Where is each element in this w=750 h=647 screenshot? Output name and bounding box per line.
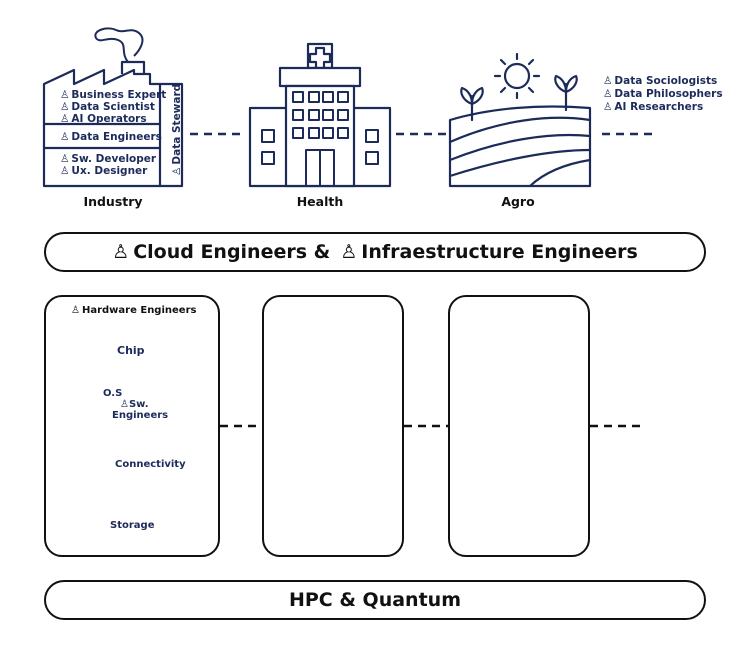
hardware-title-text: Hardware Engineers xyxy=(81,305,197,316)
sw-engineers-label-line2: Engineers xyxy=(112,410,169,421)
role-sw-developer: ♙Sw. Developer xyxy=(60,153,156,165)
sw-engineers-label-line1: ♙Sw. xyxy=(120,399,149,410)
cloud-engineers-label: Cloud Engineers & xyxy=(133,241,331,263)
hardware-card xyxy=(44,295,220,557)
role-data-scientist: ♙Data Scientist xyxy=(60,101,155,113)
role-label: Data Steward xyxy=(171,83,183,165)
hardware-engineers-title: ♙Hardware Engineers xyxy=(71,305,196,317)
role-label: Data Philosophers xyxy=(614,88,723,100)
farm-illustration xyxy=(448,52,592,188)
os-label: O.S xyxy=(103,388,123,399)
role-data-steward: ♙Data Steward xyxy=(171,84,183,176)
person-icon: ♙ xyxy=(60,153,70,165)
factory-illustration xyxy=(42,27,184,188)
person-icon: ♙ xyxy=(60,89,70,101)
role-label: AI Researchers xyxy=(614,101,704,113)
infrastructure-engineers-label: Infraestructure Engineers xyxy=(361,241,638,263)
role-label: AI Operators xyxy=(71,113,147,125)
role-data-philosophers: ♙Data Philosophers xyxy=(603,88,723,100)
person-icon: ♙ xyxy=(171,166,183,176)
role-label: Ux. Designer xyxy=(71,165,148,177)
sector-label-health: Health xyxy=(296,194,344,209)
person-icon: ♙ xyxy=(60,113,70,125)
hpc-quantum-label: HPC & Quantum xyxy=(288,589,461,611)
person-icon: ♙ xyxy=(603,101,613,113)
cloud-engineers-bar: ♙ Cloud Engineers & ♙ Infraestructure En… xyxy=(44,232,706,272)
role-business-expert: ♙Business Expert xyxy=(60,89,166,101)
connectivity-label: Connectivity xyxy=(115,459,186,470)
role-data-sociologists: ♙Data Sociologists xyxy=(603,75,717,87)
role-data-engineers: ♙Data Engineers xyxy=(60,131,162,143)
role-label: Business Expert xyxy=(71,89,167,101)
resource-card-2 xyxy=(262,295,404,557)
role-label: Sw. Developer xyxy=(71,153,157,165)
role-ai-operators: ♙AI Operators xyxy=(60,113,147,125)
hpc-quantum-bar: HPC & Quantum xyxy=(44,580,706,620)
person-icon: ♙ xyxy=(60,131,70,143)
role-ai-researchers: ♙AI Researchers xyxy=(603,101,703,113)
person-icon: ♙ xyxy=(112,241,130,263)
person-icon: ♙ xyxy=(71,305,80,316)
sw-text: Sw. xyxy=(128,399,149,410)
role-label: Data Scientist xyxy=(71,101,155,113)
person-icon: ♙ xyxy=(603,88,613,100)
role-label: Data Engineers xyxy=(71,131,162,143)
person-icon: ♙ xyxy=(120,399,129,410)
role-label: Data Sociologists xyxy=(614,75,718,87)
hospital-illustration xyxy=(248,42,392,188)
sector-label-agro: Agro xyxy=(501,194,535,209)
sector-label-industry: Industry xyxy=(83,194,143,209)
person-icon: ♙ xyxy=(340,241,358,263)
person-icon: ♙ xyxy=(60,101,70,113)
person-icon: ♙ xyxy=(603,75,613,87)
chip-label: Chip xyxy=(117,344,145,357)
storage-label: Storage xyxy=(110,520,155,531)
role-ux-designer: ♙Ux. Designer xyxy=(60,165,147,177)
resource-card-3 xyxy=(448,295,590,557)
person-icon: ♙ xyxy=(60,165,70,177)
